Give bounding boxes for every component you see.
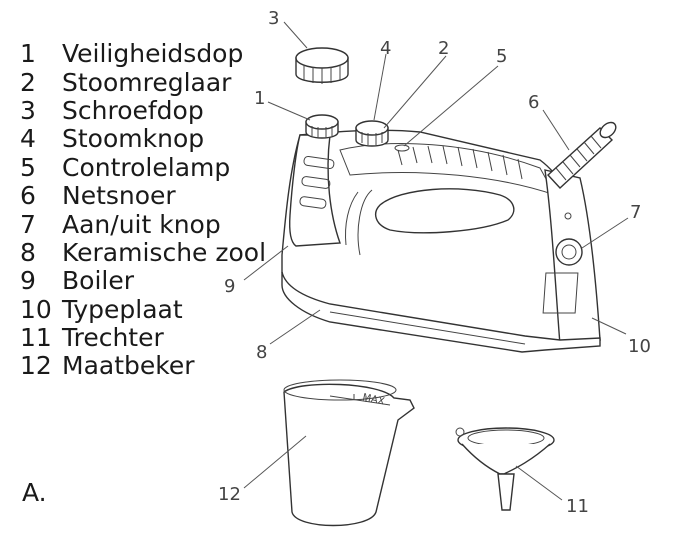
parts-legend: 1 Veiligheidsdop 2 Stoomreglaar 3 Schroefdo… bbox=[20, 40, 266, 381]
legend-item: 3 Schroefdop bbox=[20, 95, 266, 125]
legend-item: 7 Aan/uit knop bbox=[20, 210, 266, 238]
legend-label: Stoomknop bbox=[62, 124, 205, 154]
legend-label: Maatbeker bbox=[62, 351, 195, 381]
legend-item: 10 Typeplaat bbox=[20, 294, 266, 324]
screw-cap bbox=[295, 47, 349, 84]
indicator-lamp bbox=[394, 144, 410, 152]
leader-lines bbox=[243, 21, 629, 501]
legend-number: 11 bbox=[20, 323, 52, 353]
legend-label: Aan/uit knop bbox=[62, 209, 221, 239]
funnel bbox=[455, 427, 555, 511]
callout-10: 10 bbox=[628, 336, 651, 357]
legend-item: 6 Netsnoer bbox=[20, 182, 266, 210]
legend-label: Veiligheidsdop bbox=[62, 39, 244, 69]
legend-number: 3 bbox=[20, 95, 36, 125]
legend-number: 8 bbox=[20, 237, 36, 267]
steam-knob bbox=[355, 120, 389, 147]
legend-item: 5 Controlelamp bbox=[20, 152, 266, 182]
safety-cap bbox=[305, 114, 339, 139]
handle-opening bbox=[374, 188, 515, 234]
callout-9: 9 bbox=[224, 276, 235, 297]
callout-4: 4 bbox=[380, 38, 391, 59]
legend-label: Netsnoer bbox=[62, 181, 176, 211]
callout-7: 7 bbox=[630, 202, 641, 223]
callout-12: 12 bbox=[218, 484, 241, 505]
legend-label: Trechter bbox=[62, 323, 164, 353]
legend-number: 10 bbox=[20, 294, 52, 324]
figure-label: A. bbox=[22, 478, 47, 507]
legend-number: 7 bbox=[20, 209, 36, 239]
legend-item: 12 Maatbeker bbox=[20, 352, 266, 380]
legend-number: 1 bbox=[20, 39, 36, 69]
handle-ribs bbox=[397, 145, 523, 180]
callout-5: 5 bbox=[496, 46, 507, 67]
legend-number: 5 bbox=[20, 152, 36, 182]
cup-max-mark: MAX bbox=[361, 392, 385, 407]
measuring-cup: MAX bbox=[283, 379, 415, 527]
legend-item: 9 Boiler bbox=[20, 267, 266, 295]
legend-item: 4 Stoomknop bbox=[20, 125, 266, 153]
power-cord bbox=[547, 121, 617, 189]
legend-label: Typeplaat bbox=[62, 294, 183, 324]
callout-2: 2 bbox=[438, 38, 449, 59]
legend-item: 1 Veiligheidsdop bbox=[20, 40, 266, 68]
legend-label: Controlelamp bbox=[62, 152, 231, 182]
callout-3: 3 bbox=[268, 8, 279, 29]
legend-number: 9 bbox=[20, 266, 36, 296]
callout-6: 6 bbox=[528, 92, 539, 113]
legend-label: Keramische zool bbox=[62, 237, 267, 267]
legend-label: Schroefdop bbox=[62, 95, 204, 125]
legend-number: 4 bbox=[20, 124, 36, 154]
callout-1: 1 bbox=[254, 88, 265, 109]
legend-number: 2 bbox=[20, 67, 36, 97]
legend-label: Boiler bbox=[62, 266, 134, 296]
legend-label: Stoomreglaar bbox=[62, 67, 232, 97]
ceramic-sole bbox=[281, 271, 601, 353]
type-plate bbox=[542, 272, 579, 314]
legend-item: 11 Trechter bbox=[20, 324, 266, 352]
legend-item: 2 Stoomreglaar bbox=[20, 68, 266, 96]
power-knob bbox=[555, 238, 583, 266]
boiler bbox=[288, 134, 341, 247]
legend-item: 8 Keramische zool bbox=[20, 237, 267, 267]
callout-11: 11 bbox=[566, 496, 589, 517]
callout-numbers: 3 1 4 2 5 6 7 10 8 9 12 11 bbox=[218, 8, 651, 517]
legend-number: 6 bbox=[20, 181, 36, 211]
callout-8: 8 bbox=[256, 342, 267, 363]
legend-number: 12 bbox=[20, 351, 52, 381]
boiler-slots bbox=[299, 155, 335, 209]
iron-illustration bbox=[281, 114, 617, 353]
